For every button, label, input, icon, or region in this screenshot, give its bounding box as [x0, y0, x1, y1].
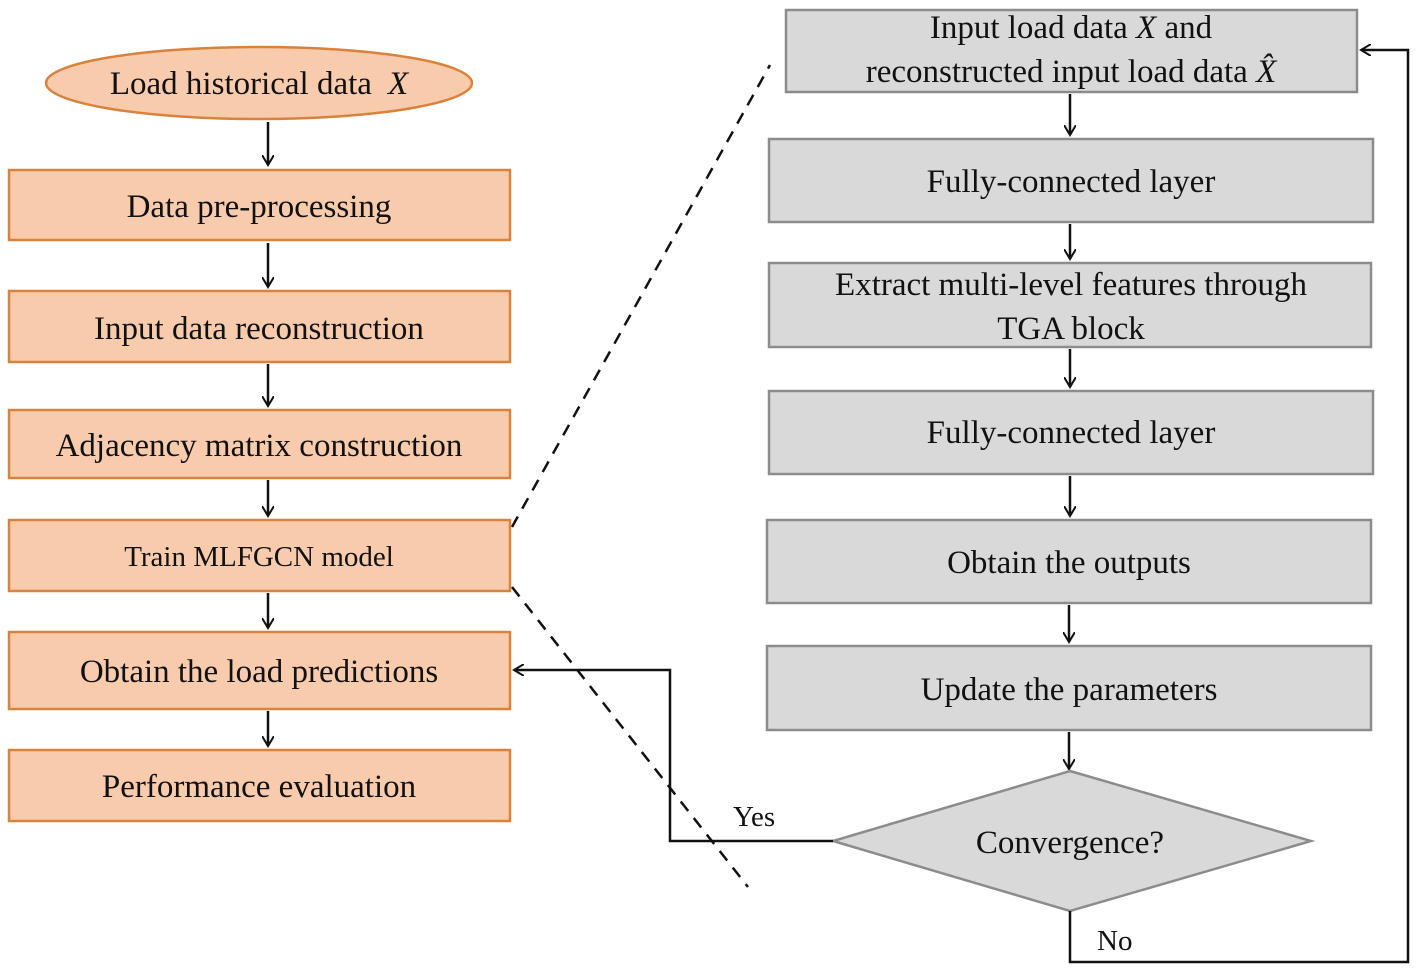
step-input-reconstruction: Input data reconstruction	[7, 289, 512, 364]
step-label: Data pre-processing	[127, 189, 392, 225]
step-data-preprocessing: Data pre-processing	[7, 168, 512, 242]
zoom-dashed-line-bottom	[511, 586, 749, 888]
extract-features-box: Extract multi-level features through TGA…	[767, 261, 1373, 349]
var-x: X	[386, 66, 410, 102]
zoom-dashed-line-top	[510, 64, 772, 528]
yes-arrow	[514, 670, 833, 843]
step-label: Obtain the load predictions	[80, 654, 438, 690]
input-data-box: Input load data X and reconstructed inpu…	[784, 8, 1359, 94]
obtain-outputs-box: Obtain the outputs	[765, 518, 1373, 605]
step-performance-evaluation: Performance evaluation	[7, 748, 512, 823]
fc2-label: Fully-connected layer	[927, 415, 1216, 451]
convergence-decision: Convergence?	[828, 769, 1316, 913]
step-load-predictions: Obtain the load predictions	[7, 630, 512, 711]
fully-connected-layer-2: Fully-connected layer	[767, 389, 1375, 476]
var-x: X	[1134, 10, 1158, 46]
input-line1: Input load data	[930, 10, 1136, 46]
step-label: Performance evaluation	[102, 769, 416, 805]
update-parameters-box: Update the parameters	[765, 644, 1373, 732]
extract-line2: TGA block	[997, 311, 1145, 347]
decision-label: Convergence?	[976, 825, 1164, 861]
input-line1-end: and	[1156, 10, 1212, 46]
step-train-model: Train MLFGCN model	[7, 518, 512, 593]
svg-text:reconstructed input load data: reconstructed input load data X̂	[866, 53, 1278, 90]
var-x-hat: X̂	[1254, 53, 1278, 90]
fully-connected-layer-1: Fully-connected layer	[767, 137, 1375, 224]
yes-label: Yes	[733, 801, 775, 833]
step-adjacency-matrix: Adjacency matrix construction	[7, 408, 512, 480]
no-arrow	[1068, 50, 1410, 964]
input-line2: reconstructed input load data	[866, 54, 1256, 90]
outputs-label: Obtain the outputs	[947, 545, 1191, 581]
start-label: Load historical data	[110, 66, 372, 102]
start-terminal: Load historical data X	[44, 45, 474, 121]
update-label: Update the parameters	[921, 672, 1218, 708]
step-label: Input data reconstruction	[94, 311, 424, 347]
fc1-label: Fully-connected layer	[927, 164, 1216, 200]
svg-text:Input load data X and: Input load data X and	[930, 10, 1213, 46]
no-label: No	[1097, 925, 1132, 957]
step-label: Train MLFGCN model	[124, 541, 394, 573]
step-label: Adjacency matrix construction	[56, 428, 463, 464]
extract-line1: Extract multi-level features through	[835, 267, 1307, 303]
